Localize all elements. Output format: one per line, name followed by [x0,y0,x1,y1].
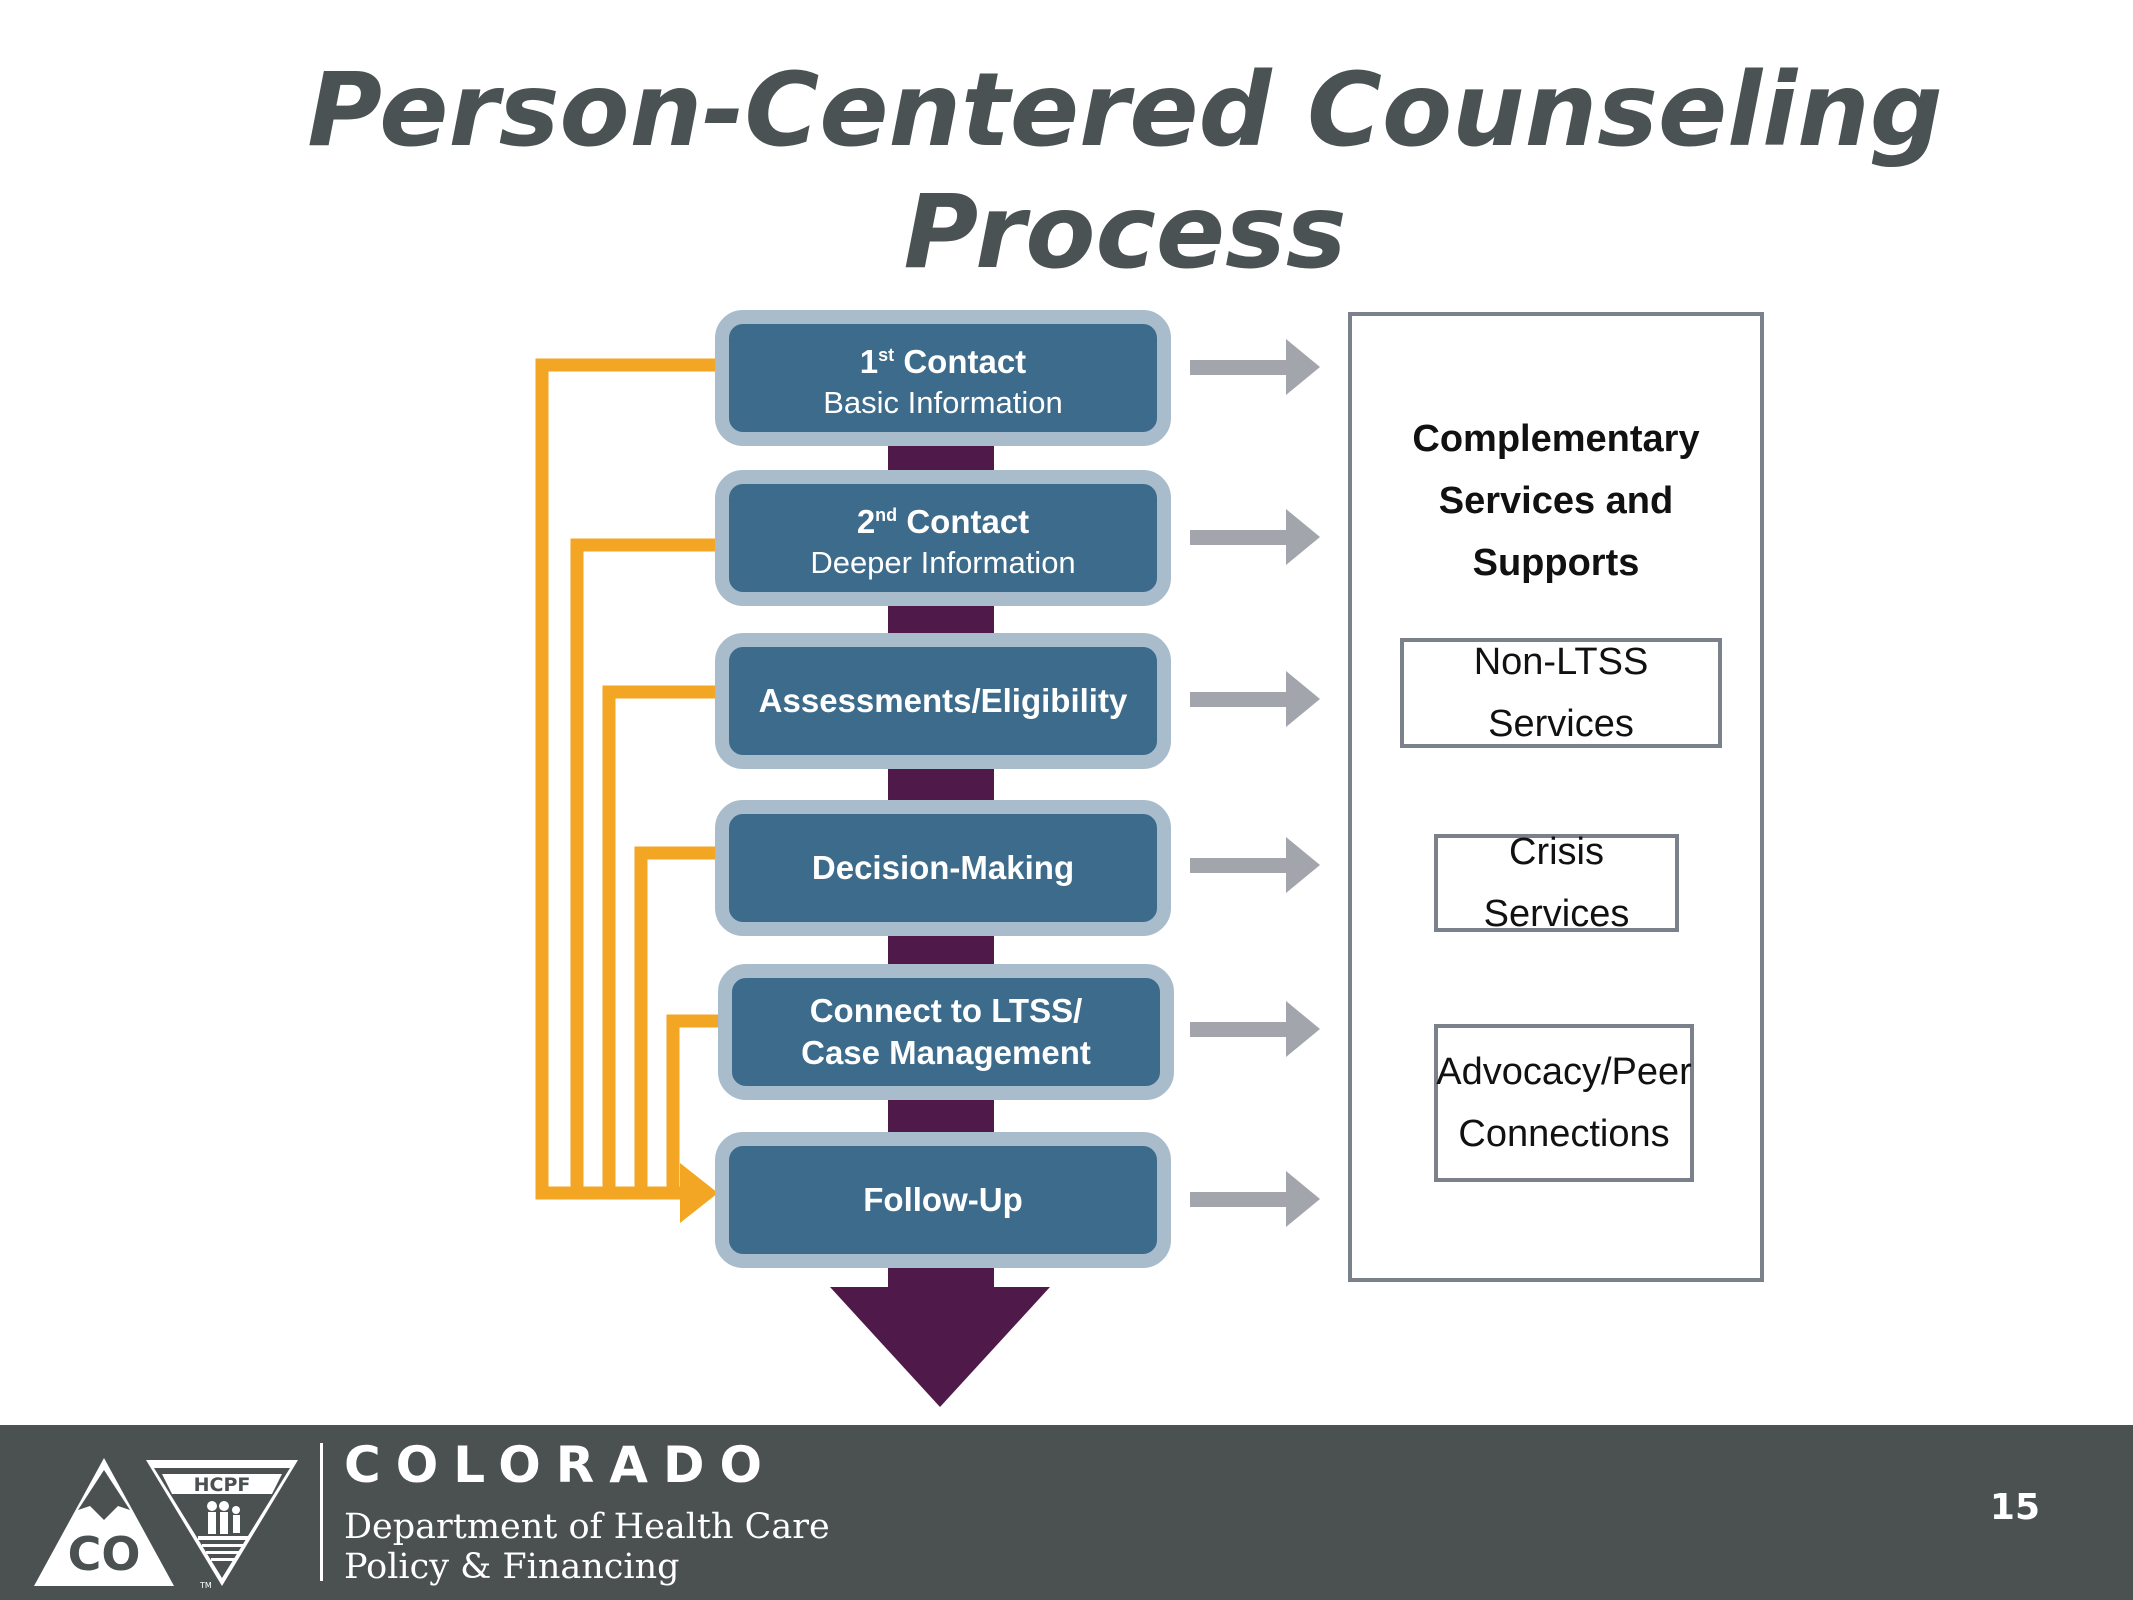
step-decision-making-title: Decision-Making [811,849,1075,886]
panel-title-line2: Services and Supports [1438,480,1674,584]
service-crisis: Crisis Services [1434,831,1679,935]
footer-divider [320,1443,323,1581]
step-connect-ltss-line2: Case Management [801,1034,1091,1071]
hcpf-logo: CO HCPF TM [34,1458,298,1590]
step-first-contact-subtitle: Basic Information [823,384,1063,420]
panel-title: Complementary Services and Supports [1352,408,1760,594]
footer-bar: CO HCPF TM COLORADO Department of Health… [0,1425,2133,1600]
service-advocacy-line2: Connections [1458,1113,1670,1155]
service-advocacy-peer: Advocacy/Peer Connections [1434,1024,1694,1182]
step-connect-ltss-line1: Connect to LTSS/ [809,992,1083,1029]
feedback-arrows [535,358,720,1200]
step-first-contact-title: 1st Contact [859,342,1027,380]
step-follow-up: Follow-Up [715,1132,1171,1268]
org-department-line2: Policy & Financing [344,1547,680,1587]
step-second-contact-subtitle: Deeper Information [810,544,1076,580]
step-assessments-eligibility-title: Assessments/Eligibility [758,682,1128,719]
spine-arrowhead [830,1287,1050,1407]
feedback-line-assessment [602,685,715,1193]
page-title-line1: Person-Centered Counseling [307,51,1943,170]
panel-title-line1: Complementary [1412,418,1700,460]
service-arrows [1190,339,1320,1227]
page-number: 15 [1989,1487,2040,1528]
logo-state-text: CO [68,1527,141,1581]
step-second-contact-title: 2nd Contact [856,502,1030,540]
step-assessments-eligibility: Assessments/Eligibility [715,633,1171,769]
feedback-line-contact1 [535,358,715,1200]
feedback-line-decision [634,846,715,1193]
org-department: Department of Health Care Policy & Finan… [344,1507,830,1587]
feedback-line-contact2 [570,538,715,1193]
org-department-line1: Department of Health Care [344,1507,830,1547]
step-connect-ltss: Connect to LTSS/ Case Management [718,964,1174,1100]
feedback-line-connect [666,1014,720,1193]
logo-hcpf-text: HCPF [194,1474,251,1496]
step-second-contact: 2nd Contact Deeper Information [715,470,1171,606]
step-first-contact: 1st Contact Basic Information [715,310,1171,446]
step-decision-making: Decision-Making [715,800,1171,936]
page-title-line2: Process [903,173,1347,292]
service-non-ltss: Non-LTSS Services [1400,638,1722,748]
complementary-services-panel: Complementary Services and Supports Non-… [1348,312,1764,1282]
feedback-arrowhead [680,1163,718,1223]
step-follow-up-title: Follow-Up [863,1181,1023,1218]
org-name: COLORADO [344,1436,777,1494]
service-advocacy-line1: Advocacy/Peer [1436,1051,1692,1093]
page-title: Person-Centered Counseling Process [0,50,2133,294]
logo-tm-text: TM [199,1581,212,1590]
